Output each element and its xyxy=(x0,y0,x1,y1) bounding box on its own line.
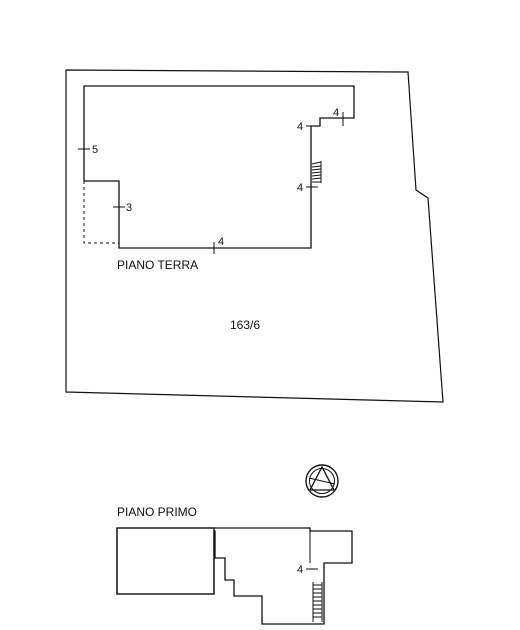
first-floor-outline xyxy=(116,527,353,625)
dim-left-upper: 5 xyxy=(92,144,98,156)
first-floor-main-outline xyxy=(116,527,215,595)
north-arrow-icon xyxy=(305,464,339,498)
dim-right-upper: 4 xyxy=(297,121,303,133)
first-floor-stairs xyxy=(312,582,323,622)
dimension-ticks xyxy=(78,112,344,570)
dim-top-right: 4 xyxy=(333,107,339,119)
parcel-boundary xyxy=(65,69,444,403)
first-floor-label: PIANO PRIMO xyxy=(117,505,197,519)
parcel-number: 163/6 xyxy=(230,318,260,332)
dim-first-floor-right: 4 xyxy=(297,564,303,576)
dim-left-lower: 3 xyxy=(126,202,132,214)
ground-floor-label: PIANO TERRA xyxy=(117,258,198,272)
dim-bottom: 4 xyxy=(218,236,224,248)
ground-floor-dashed-edge xyxy=(83,181,119,244)
ground-floor-stairs xyxy=(311,161,322,183)
dim-right-middle: 4 xyxy=(297,182,303,194)
